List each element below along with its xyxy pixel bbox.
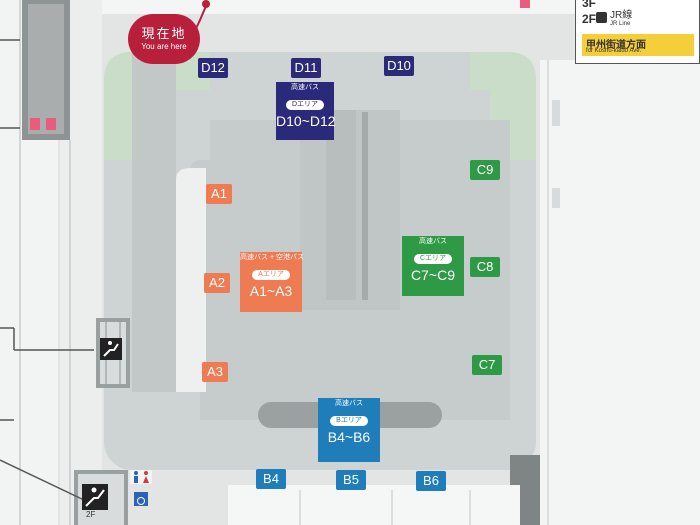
area-a-range: A1~A3 bbox=[249, 283, 293, 299]
gate-b5[interactable]: B5 bbox=[336, 470, 366, 490]
gate-d11[interactable]: D11 bbox=[291, 58, 321, 78]
area-d-sign[interactable]: 高速バス Dエリア D10~D12 bbox=[276, 82, 336, 140]
gate-c9[interactable]: C9 bbox=[470, 160, 500, 180]
floor-legend: 3F 2F JR線 JR Line 甲州街道方面 for Koshu-kaido… bbox=[575, 0, 700, 64]
floor-2-escalator-label: 2F bbox=[86, 510, 96, 519]
escalator-icon bbox=[82, 484, 108, 510]
area-b-header: 高速バス bbox=[335, 400, 363, 407]
area-a-pill: Aエリア bbox=[252, 270, 290, 280]
gate-a1[interactable]: A1 bbox=[206, 184, 232, 204]
restroom-icon bbox=[130, 470, 152, 484]
train-icon bbox=[596, 12, 607, 23]
area-c-sign[interactable]: 高速バス Cエリア C7~C9 bbox=[402, 236, 464, 296]
you-are-here-marker: 現在地 You are here bbox=[128, 14, 200, 64]
area-b-pill: Bエリア bbox=[330, 416, 368, 426]
gate-c8[interactable]: C8 bbox=[470, 257, 500, 277]
gate-d10[interactable]: D10 bbox=[384, 56, 414, 76]
area-d-pill: Dエリア bbox=[285, 100, 325, 110]
escalator-icon bbox=[100, 338, 122, 360]
area-a-header: 高速バス + 空港バス bbox=[240, 254, 304, 261]
area-c-range: C7~C9 bbox=[411, 267, 455, 283]
gate-d12[interactable]: D12 bbox=[198, 58, 228, 78]
floor-2-label: 2F bbox=[582, 12, 597, 26]
jr-line-jp: JR線 bbox=[610, 10, 633, 21]
area-c-header: 高速バス bbox=[419, 238, 447, 245]
gate-b6[interactable]: B6 bbox=[416, 471, 446, 491]
floor-3-label: 3F bbox=[582, 0, 597, 10]
you-are-here-en: You are here bbox=[141, 42, 187, 51]
gate-c7[interactable]: C7 bbox=[472, 355, 502, 375]
gate-b4[interactable]: B4 bbox=[256, 469, 286, 489]
area-b-sign[interactable]: 高速バス Bエリア B4~B6 bbox=[318, 398, 380, 462]
gate-a2[interactable]: A2 bbox=[204, 273, 230, 293]
area-d-range: D10~D12 bbox=[276, 113, 336, 129]
area-b-range: B4~B6 bbox=[327, 429, 371, 445]
direction-jp: 甲州街道方面 bbox=[586, 40, 646, 51]
wheelchair-icon bbox=[134, 492, 148, 506]
area-d-header: 高速バス bbox=[291, 84, 319, 91]
you-are-here-jp: 現在地 bbox=[141, 26, 187, 41]
jr-line-en: JR Line bbox=[610, 21, 631, 27]
direction-banner bbox=[582, 34, 694, 56]
direction-en: for Koshu-kaido Ave. bbox=[586, 48, 642, 54]
area-c-pill: Cエリア bbox=[413, 254, 453, 264]
area-a-sign[interactable]: 高速バス + 空港バス Aエリア A1~A3 bbox=[240, 252, 304, 312]
gate-a3[interactable]: A3 bbox=[202, 362, 228, 382]
